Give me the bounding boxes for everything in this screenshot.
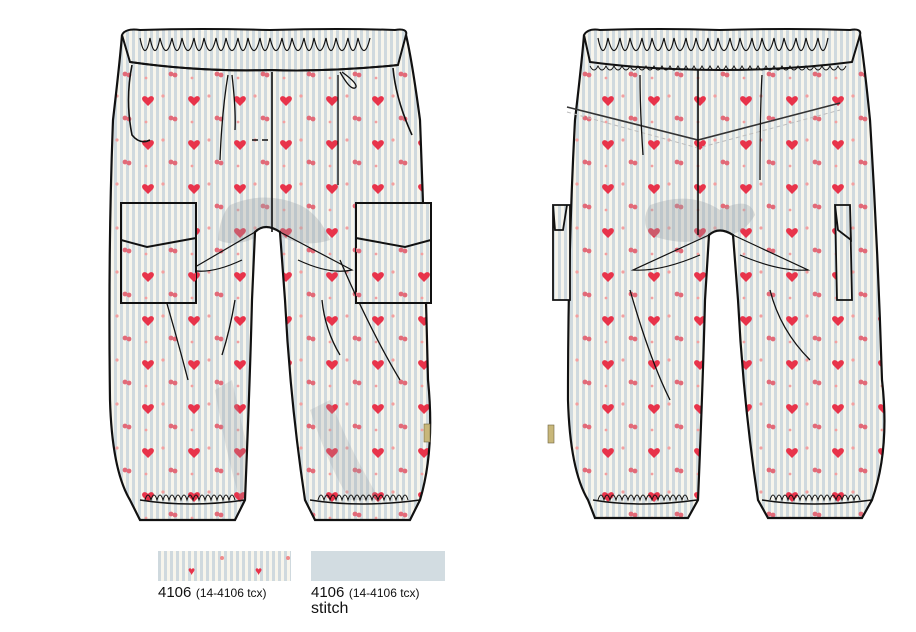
solid-swatch	[311, 551, 445, 581]
label-tag	[547, 424, 555, 444]
color-code: 4106	[158, 584, 192, 601]
left-cargo-pocket	[120, 202, 197, 304]
solid-swatch-caption: 4106 (14-4106 tcx)	[311, 584, 420, 602]
garment-sketch	[108, 28, 886, 522]
stitch-label: stitch	[311, 600, 349, 617]
pantone-code: (14-4106 tcx)	[195, 586, 267, 600]
pantone-code: (14-4106 tcx)	[348, 586, 420, 600]
front-view	[108, 28, 432, 522]
back-view	[547, 28, 886, 520]
color-code: 4106	[311, 584, 345, 601]
right-cargo-pocket	[355, 202, 432, 304]
label-tag	[423, 423, 431, 443]
print-swatch: ♥ ♥	[158, 551, 291, 581]
print-swatch-caption: 4106 (14-4106 tcx)	[158, 584, 267, 602]
